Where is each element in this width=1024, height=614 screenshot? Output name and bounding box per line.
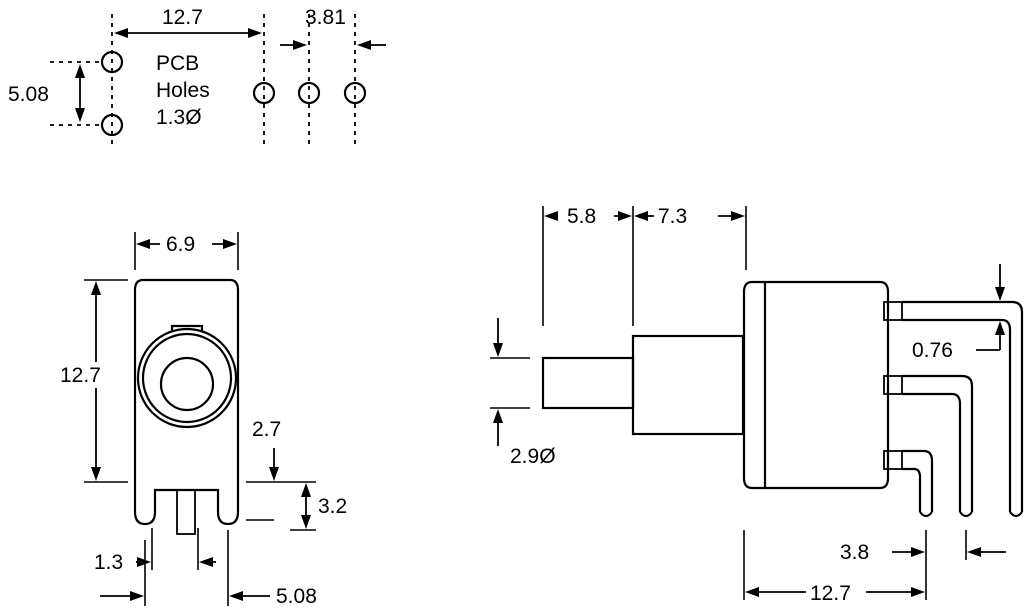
- terminal-pin: [902, 449, 934, 512]
- dim-vertical: 5.08: [8, 83, 49, 106]
- terminal-pin: [902, 374, 974, 512]
- pcb-hole: [343, 81, 367, 105]
- bushing-ring: [141, 332, 233, 424]
- dim-terminal-thickness: 0.76: [912, 339, 953, 362]
- dim-pin-spacing: 5.08: [276, 585, 317, 608]
- dim-pitch: 12.7: [162, 6, 203, 29]
- dim-terminal-pitch: 3.8: [840, 541, 869, 564]
- terminal-bump: [883, 375, 903, 395]
- terminal-bump: [883, 450, 903, 470]
- actuator-circle: [159, 356, 215, 412]
- switch-body-front: [133, 278, 240, 526]
- dim-height: 12.7: [60, 364, 101, 387]
- holes-label-line2: Holes: [156, 79, 210, 102]
- actuator-lever: [541, 356, 635, 410]
- terminal-pin: [902, 300, 1024, 512]
- pcb-hole-layout: 12.7 3.81 5.08 PCB Holes 1.3Ø: [8, 6, 386, 145]
- dim-terminal-offset: 2.7: [252, 418, 281, 441]
- dim-body-depth: 7.3: [658, 205, 687, 228]
- dim-overall: 12.7: [810, 582, 851, 605]
- switch-body-side: [742, 280, 890, 490]
- dim-actuator-diameter: 2.9Ø: [510, 445, 556, 468]
- dim-pin-width: 1.3: [94, 551, 123, 574]
- pcb-hole: [100, 113, 124, 137]
- holes-label-line1: PCB: [156, 52, 199, 75]
- dim-terminal-length: 3.2: [318, 495, 347, 518]
- dim-width: 6.9: [166, 233, 195, 256]
- side-view: 5.8 7.3 2.9Ø 0.76 3.8 12.7: [490, 204, 1024, 605]
- terminal-bump: [883, 301, 903, 321]
- holes-label-line3: 1.3Ø: [156, 106, 202, 129]
- pcb-hole: [297, 81, 321, 105]
- dim-pitch-small: 3.81: [305, 6, 346, 29]
- dim-bushing: 5.8: [567, 205, 596, 228]
- bushing-outer: [136, 327, 238, 429]
- bushing-side: [631, 334, 745, 436]
- pcb-hole: [100, 50, 124, 74]
- center-pin: [176, 489, 196, 535]
- front-view: 6.9 12.7 2.7 3.2 1.3 5.08: [58, 230, 347, 608]
- pcb-hole: [252, 81, 276, 105]
